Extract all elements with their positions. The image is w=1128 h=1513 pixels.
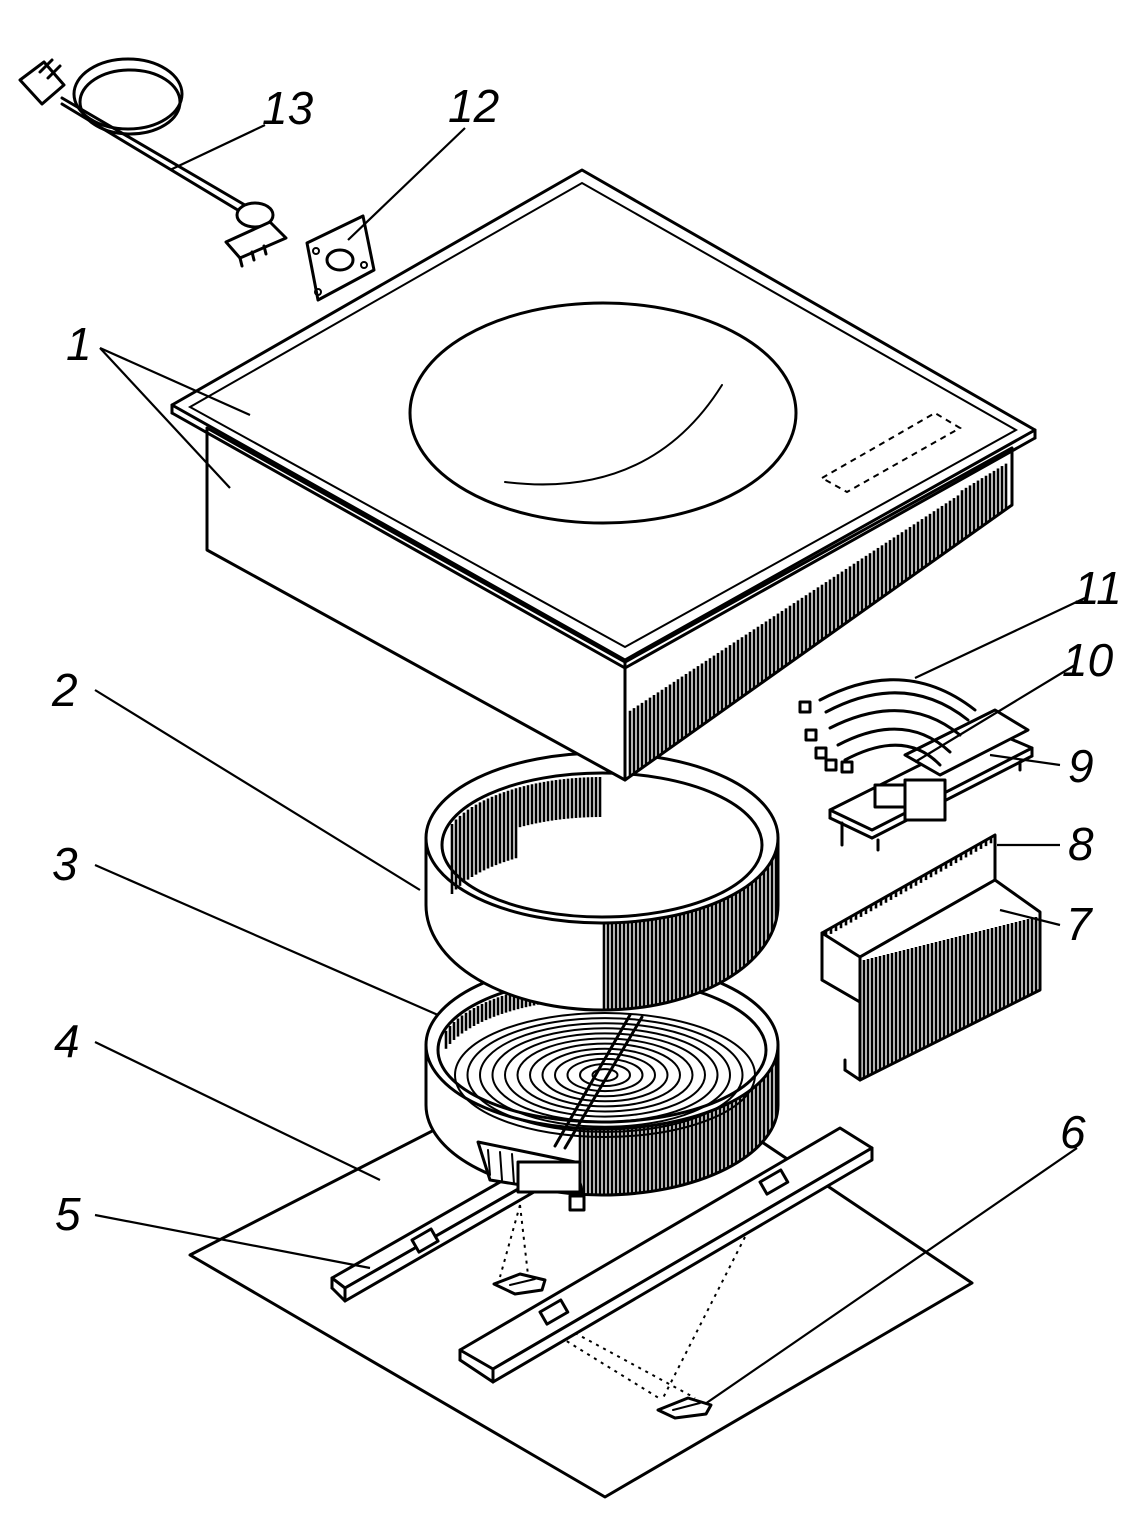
coil-turn: [529, 1042, 681, 1108]
label-3: 3: [52, 838, 78, 890]
coil-turn: [554, 1052, 656, 1098]
label-4: 4: [54, 1015, 80, 1067]
coil-tray-hatching: [444, 983, 778, 1195]
coil-turn: [504, 1032, 706, 1118]
power-cord: [18, 57, 288, 268]
coil-turn: [479, 1022, 731, 1128]
heatsink-hatching: [824, 837, 1038, 1078]
coil-turn: [466, 1017, 744, 1133]
housing-hatching: [628, 463, 1008, 777]
foot-mount-right: [559, 1236, 746, 1420]
heatsink-bracket: [820, 833, 1042, 1082]
foot-mount-left: [492, 1204, 547, 1296]
coil-turn: [541, 1047, 669, 1103]
coil-tray: [424, 959, 780, 1212]
label-9: 9: [1068, 740, 1094, 792]
label-7: 7: [1066, 898, 1093, 950]
leader-lines: [94, 124, 1086, 1405]
label-1: 1: [66, 318, 92, 370]
housing: [170, 168, 1037, 782]
part-labels: 1 2 3 4 5 6 7 8 9 10 11 12 13: [51, 80, 1122, 1240]
coil-turn: [491, 1027, 719, 1123]
control-board: [828, 708, 1034, 852]
label-12: 12: [448, 80, 499, 132]
control-panel: [819, 411, 962, 494]
label-2: 2: [51, 664, 78, 716]
label-11: 11: [1074, 562, 1122, 614]
label-5: 5: [55, 1188, 81, 1240]
shield-ring-hatching: [450, 777, 778, 1010]
fan-bracket: [305, 214, 376, 302]
terminal-block: [476, 1140, 586, 1212]
shield-ring: [424, 751, 780, 1012]
coil-turn: [516, 1037, 694, 1113]
label-8: 8: [1068, 818, 1094, 870]
label-6: 6: [1060, 1106, 1086, 1158]
coil-turn: [579, 1063, 631, 1087]
heating-coil: [454, 1012, 756, 1138]
rail-long: [458, 1126, 874, 1384]
label-10: 10: [1062, 634, 1114, 686]
coil-connector: [798, 678, 977, 774]
label-13: 13: [262, 82, 314, 134]
coil-turn: [454, 1012, 756, 1138]
cooking-zone: [408, 301, 798, 525]
